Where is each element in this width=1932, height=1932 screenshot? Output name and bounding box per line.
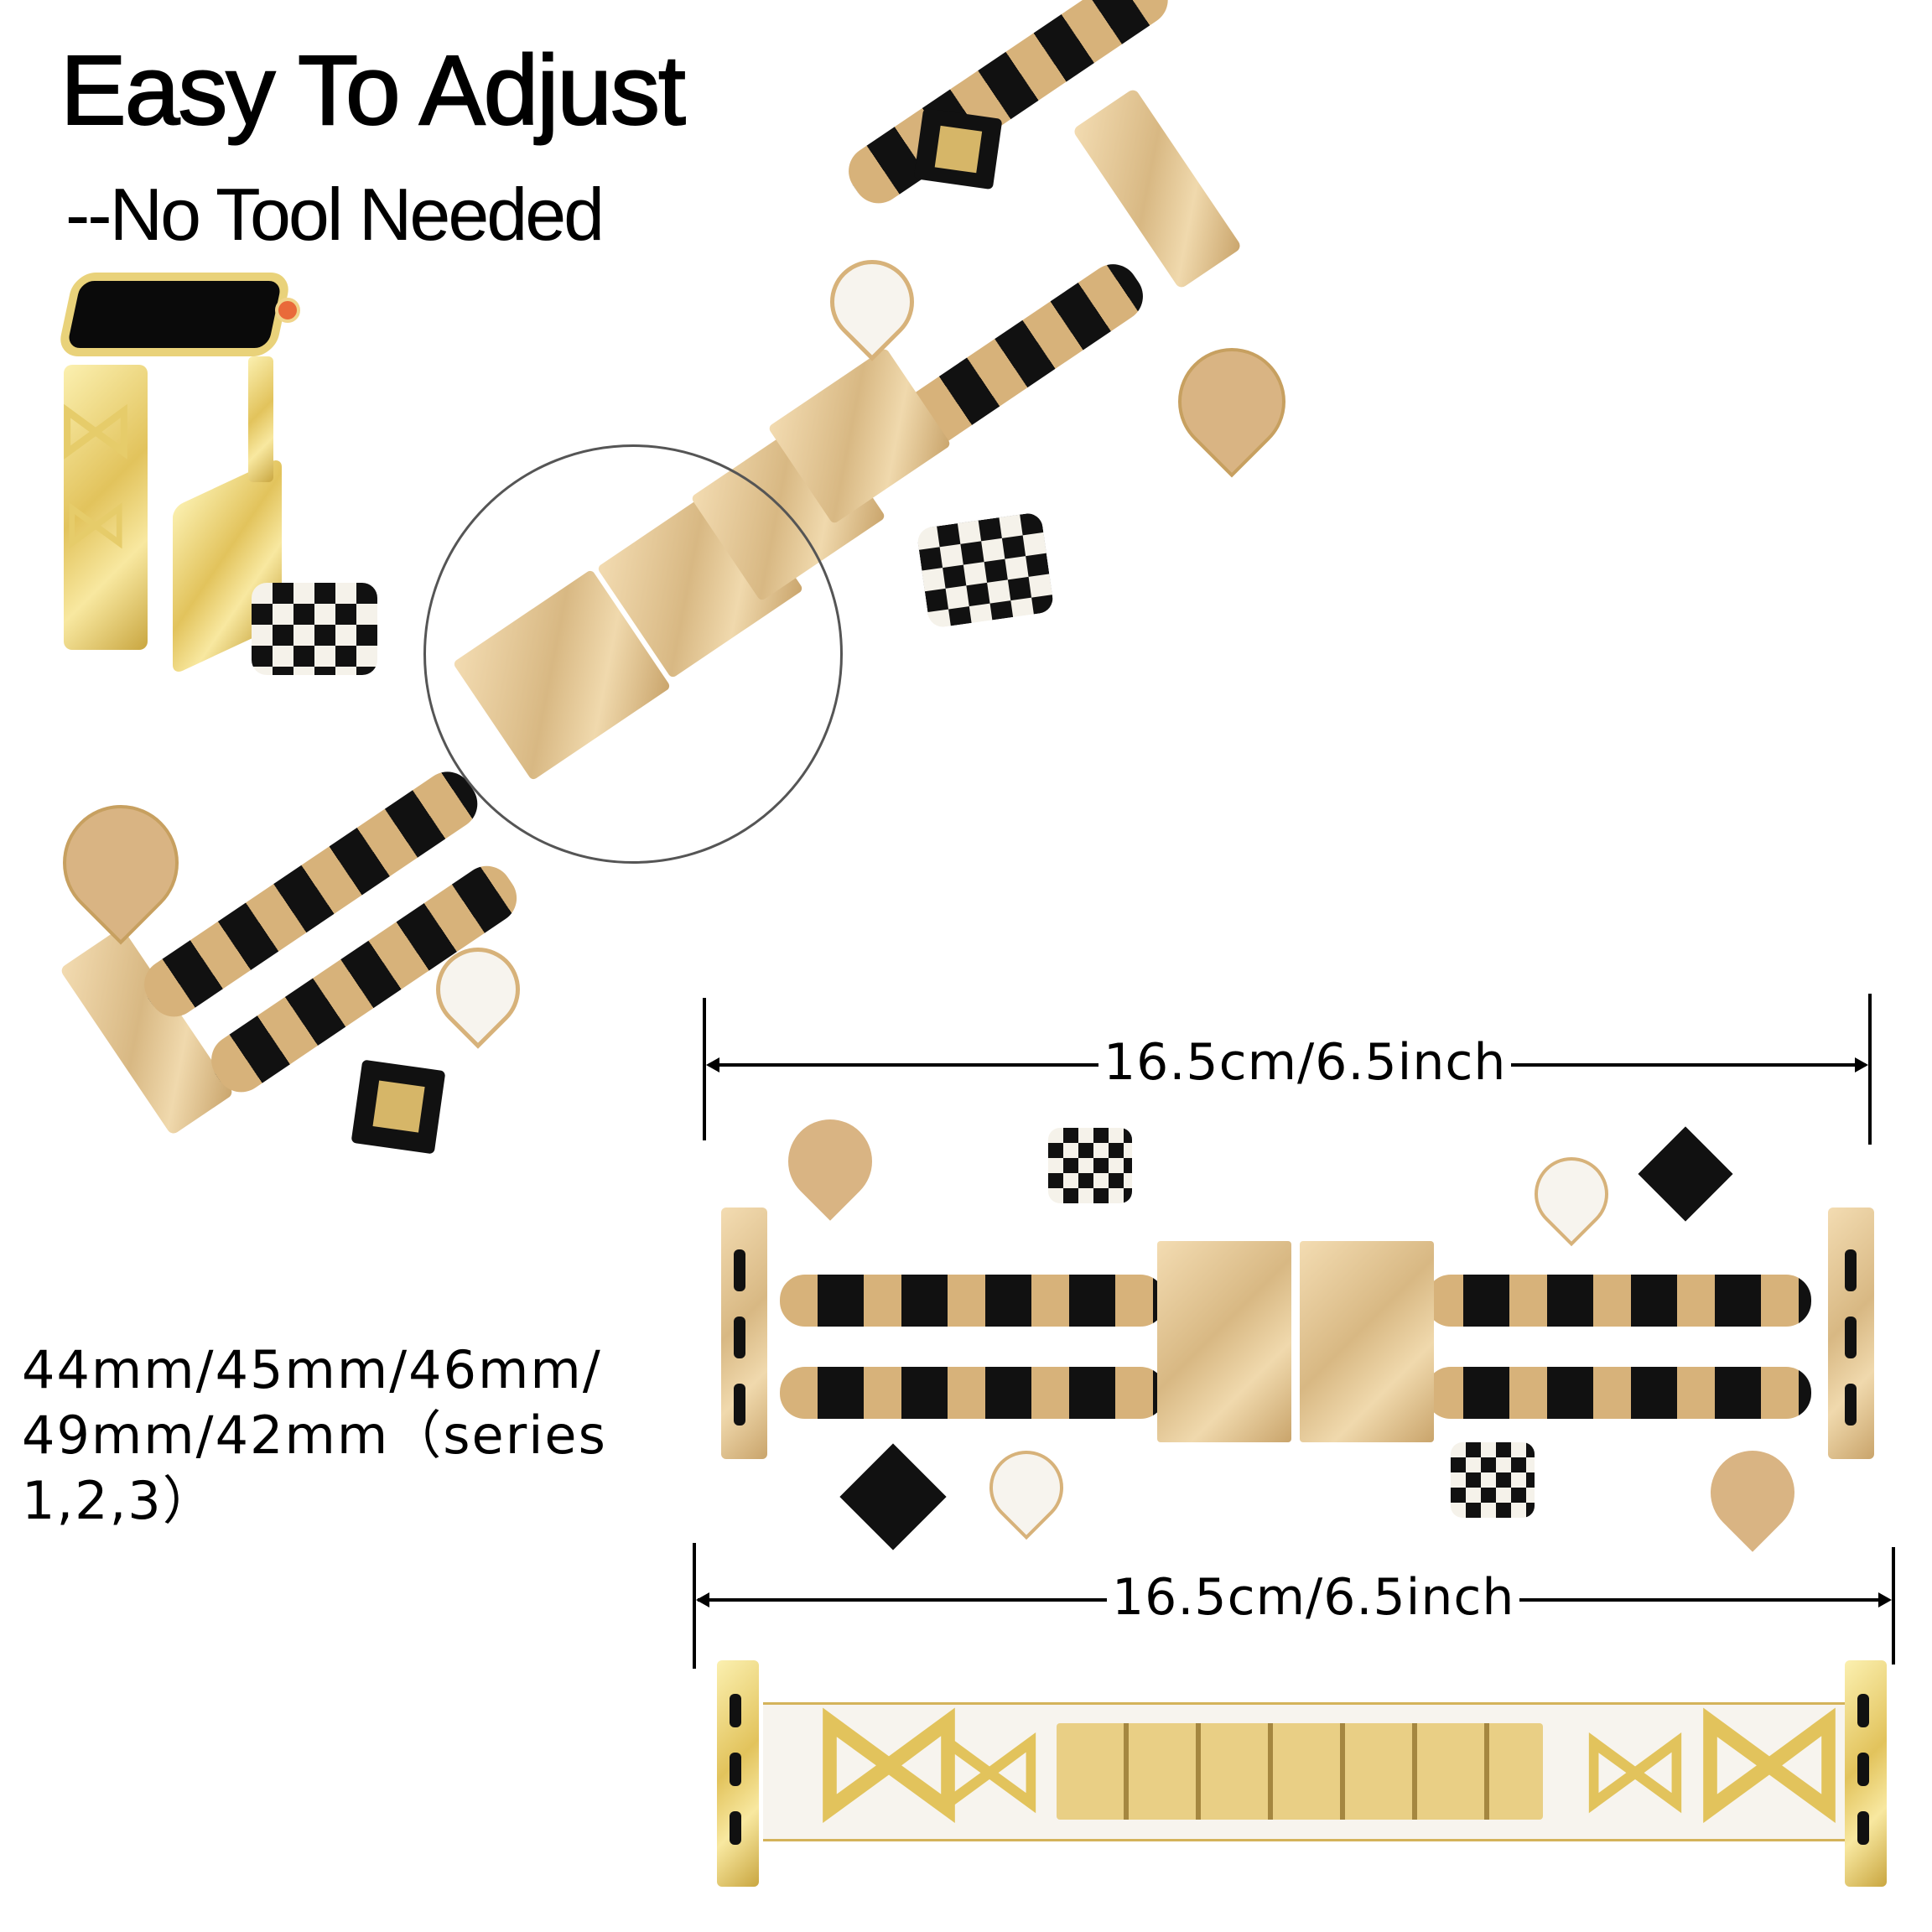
heart-charm-white <box>974 1435 1079 1540</box>
heart-charm-gold <box>771 1102 890 1221</box>
clasp-highlight-circle <box>423 444 843 864</box>
main-band-diagonal <box>0 0 1342 1216</box>
lug-slot <box>1857 1753 1869 1786</box>
butterfly-icon: ⋈ <box>1576 1703 1694 1835</box>
butterfly-icon: ⋈ <box>931 1703 1048 1835</box>
butterfly-icon: ⋈ <box>1685 1667 1853 1854</box>
butterfly-icon: ⋈ <box>55 385 136 475</box>
band-length-label: 16.5cm/6.5inch <box>1107 1568 1520 1627</box>
perfume-charm <box>839 1443 947 1550</box>
lug-slot <box>1857 1694 1869 1727</box>
compatibility-sizes: 44mm/45mm/46mm/ 49mm/42mm（series 1,2,3） <box>22 1337 626 1534</box>
headline-subtitle: --No Tool Needed <box>65 173 605 256</box>
checker-bag-charm <box>1451 1442 1535 1518</box>
link-bracelet-center <box>1057 1723 1543 1820</box>
perfume-charm <box>1638 1126 1733 1222</box>
checker-bag-charm <box>1048 1128 1132 1203</box>
measure-tick-left <box>703 998 706 1140</box>
clasp-left <box>1157 1241 1291 1442</box>
watch-lug-top <box>1072 87 1243 290</box>
sizes-line-3: 1,2,3） <box>22 1470 216 1531</box>
chain-strand <box>780 1275 1166 1327</box>
lug-slot <box>1845 1384 1857 1426</box>
lug-slot <box>734 1249 745 1291</box>
clasp-right <box>1300 1241 1434 1442</box>
sizes-line-2: 49mm/42mm（series <box>22 1405 607 1466</box>
heart-charm-gold <box>1156 325 1308 478</box>
chain-strand <box>1426 1367 1811 1419</box>
band-length-label: 16.5cm/6.5inch <box>1098 1033 1512 1092</box>
lug-slot <box>1845 1317 1857 1358</box>
checker-bag-charm <box>252 583 377 675</box>
lug-slot <box>1845 1249 1857 1291</box>
lug-slot <box>730 1753 741 1786</box>
heart-charm-white <box>813 242 932 361</box>
chain-strand <box>1426 1275 1811 1327</box>
butterfly-band-flat: ⋈ ⋈ ⋈ ⋈ <box>688 1660 1912 1903</box>
butterfly-band-left <box>64 365 148 650</box>
sizes-line-1: 44mm/45mm/46mm/ <box>22 1339 602 1400</box>
arrow-left-icon <box>706 1057 719 1072</box>
arrow-left-icon <box>696 1592 709 1607</box>
lug-slot <box>734 1317 745 1358</box>
measure-tick-right <box>1868 994 1872 1145</box>
butterfly-icon: ⋈ <box>805 1667 973 1854</box>
perfume-charm <box>913 107 1003 190</box>
heart-charm-gold <box>39 781 203 945</box>
lug-slot <box>730 1811 741 1845</box>
heart-charm-gold <box>1693 1433 1812 1552</box>
arrow-right-icon <box>1878 1592 1892 1607</box>
watch-crown-icon <box>275 298 300 323</box>
charm-band-flat <box>713 1102 1887 1568</box>
headline-title: Easy To Adjust <box>60 34 687 147</box>
lug-slot <box>1857 1811 1869 1845</box>
perfume-charm <box>351 1059 446 1155</box>
chain-strand <box>780 1367 1166 1419</box>
watch-thumbnail: ⋈ ⋈ <box>55 273 300 676</box>
measure-tick-left <box>693 1543 696 1669</box>
heart-charm-white <box>1519 1141 1624 1247</box>
butterfly-icon: ⋈ <box>62 486 129 561</box>
arrow-right-icon <box>1855 1057 1868 1072</box>
chain-right <box>248 356 273 482</box>
checker-bag-charm <box>916 512 1055 629</box>
lug-slot <box>734 1384 745 1426</box>
lug-slot <box>730 1694 741 1727</box>
measure-tick-right <box>1892 1547 1895 1665</box>
